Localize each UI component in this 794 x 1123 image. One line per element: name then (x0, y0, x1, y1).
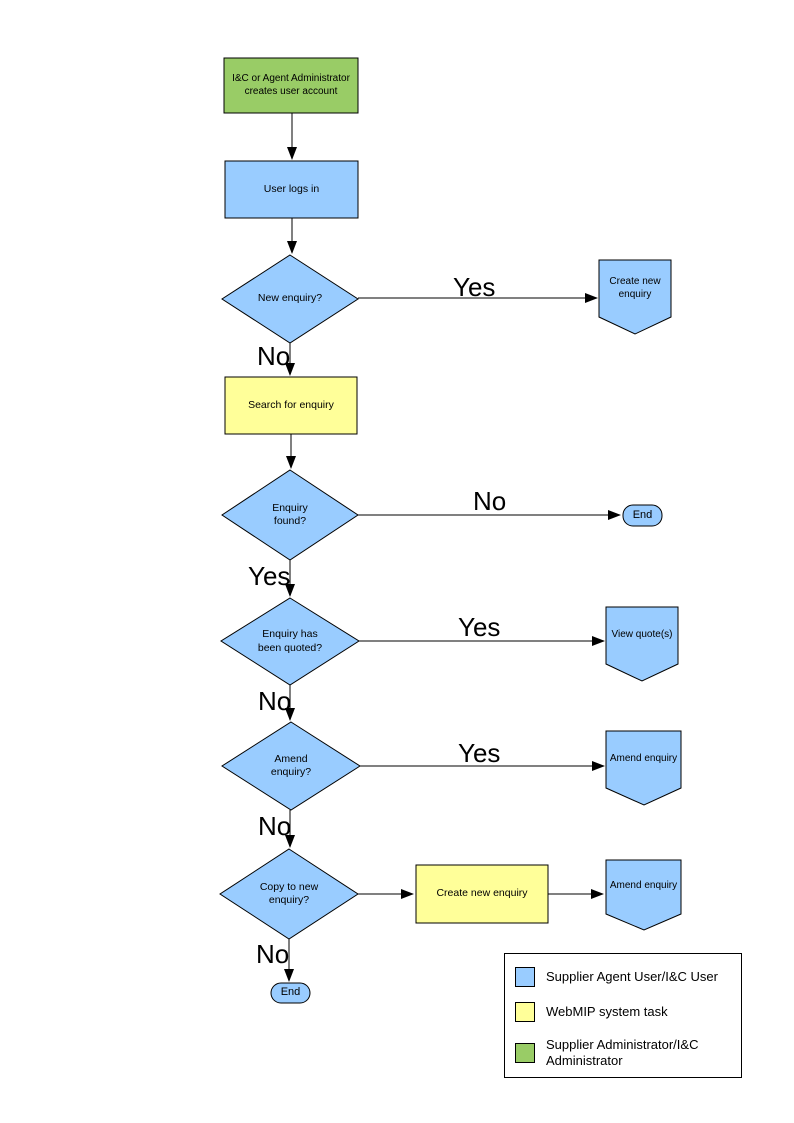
legend-row-admin: Supplier Administrator/I&C Administrator (515, 1037, 731, 1068)
edge-label-enquiry-found-no: No (473, 486, 507, 516)
edge-label-amend-enquiry-yes: Yes (458, 738, 501, 768)
legend-swatch-blue (515, 967, 535, 987)
edge-label-enquiry-found-yes: Yes (248, 561, 291, 591)
edge-label-enquiry-quoted-yes: Yes (458, 612, 501, 642)
decision-node-new-enquiry (221, 254, 359, 344)
legend-swatch-green (515, 1042, 535, 1063)
decision-node-copy-to-new-enquiry (219, 848, 359, 940)
legend-label-system: WebMIP system task (546, 1004, 668, 1020)
terminator-node-end-right (622, 504, 663, 527)
offpage-node-amend-enquiry-a (605, 730, 682, 806)
process-node-create-new-enquiry-task (415, 864, 549, 924)
legend-label-user: Supplier Agent User/I&C User (546, 969, 718, 985)
edge-label-copy-no: No (256, 939, 290, 969)
legend-row-system: WebMIP system task (515, 1002, 731, 1022)
edge-label-new-enquiry-yes: Yes (453, 272, 496, 302)
nodes (219, 57, 682, 1004)
terminator-node-end-bottom (270, 982, 311, 1004)
decision-node-enquiry-found (221, 469, 359, 561)
process-node-admin-creates-account (223, 57, 359, 114)
legend: Supplier Agent User/I&C User WebMIP syst… (504, 953, 742, 1078)
legend-row-user: Supplier Agent User/I&C User (515, 967, 731, 987)
decision-node-enquiry-quoted (220, 597, 360, 686)
connectors (284, 113, 621, 982)
legend-swatch-yellow (515, 1002, 535, 1022)
decision-node-amend-enquiry (221, 721, 361, 811)
edge-label-enquiry-quoted-no: No (258, 686, 292, 716)
process-node-user-logs-in (224, 160, 359, 219)
offpage-node-create-new-enquiry (598, 259, 672, 335)
process-node-search-for-enquiry (224, 376, 358, 435)
offpage-node-amend-enquiry-b (605, 859, 682, 931)
offpage-node-view-quotes (605, 606, 679, 682)
legend-label-admin: Supplier Administrator/I&C Administrator (546, 1037, 699, 1068)
edge-label-amend-enquiry-no: No (258, 811, 292, 841)
edge-label-new-enquiry-no: No (257, 341, 291, 371)
